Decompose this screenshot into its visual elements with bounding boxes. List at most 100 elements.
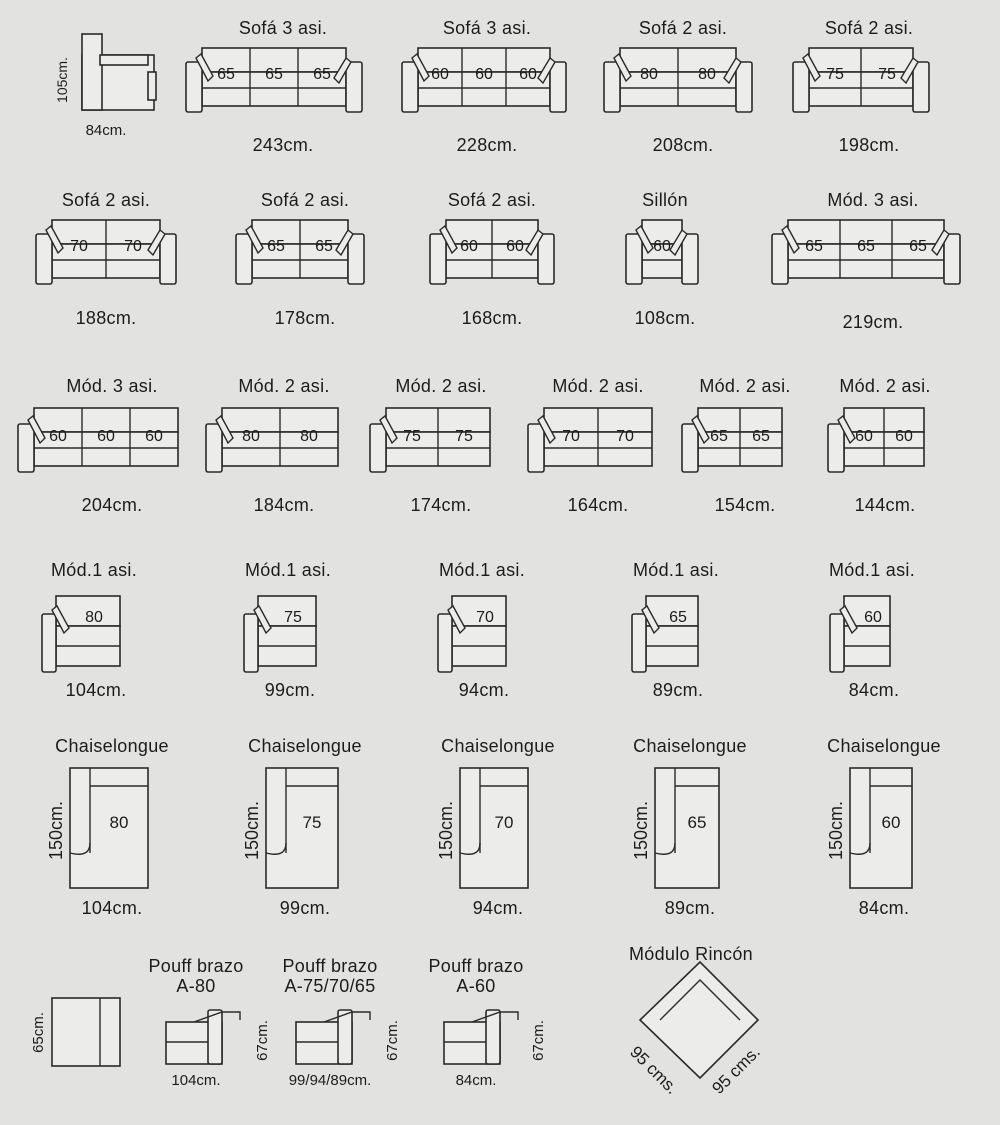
chaise-body	[459, 767, 529, 889]
chaiselongue-width: 94cm.	[472, 898, 524, 918]
pouff-brazo-width: 104cm.	[171, 1072, 221, 1089]
sofa-label: Sillón	[642, 190, 688, 210]
arm-cushion	[837, 414, 856, 445]
sofa-label: Sofá 2 asi.	[260, 190, 350, 210]
sofa-label: Sofá 2 asi.	[447, 190, 537, 210]
arm-cushion	[723, 56, 742, 85]
module-label: Mód. 2 asi.	[552, 376, 644, 396]
seat-width-label: 80	[640, 66, 658, 83]
arm-left	[827, 423, 845, 473]
module-width: 144cm.	[854, 495, 916, 515]
chaiselongue-width: 99cm.	[279, 898, 331, 918]
seat-width-label: 60	[145, 428, 163, 445]
arm-left	[625, 233, 643, 285]
pouff-brazo-label: Pouff brazo	[148, 956, 244, 976]
pouf-body	[51, 997, 121, 1067]
seat-width-label: 70	[124, 238, 142, 255]
seat-width-label: 65	[909, 238, 927, 255]
arm-right	[537, 233, 555, 285]
arm-cushion	[613, 52, 632, 83]
module-width: 204cm.	[81, 495, 143, 515]
chaise-body	[849, 767, 913, 889]
single-module-drawing: 75	[243, 595, 317, 673]
arm-cushion	[215, 414, 234, 445]
seat-width-label: 65	[267, 238, 285, 255]
seat-width-label: 60	[475, 66, 493, 83]
pouf-drawing	[51, 997, 121, 1067]
seat-width-label: 80	[242, 428, 260, 445]
single-module-width: 89cm.	[652, 680, 704, 700]
module-width: 184cm.	[253, 495, 315, 515]
arm-cushion	[335, 228, 354, 257]
sofa-width: 228cm.	[456, 135, 518, 155]
chaiselongue-length: 150cm.	[435, 800, 456, 860]
arm-left	[603, 61, 621, 113]
arm-left	[235, 233, 253, 285]
arm-left	[401, 61, 419, 113]
single-module-width: 99cm.	[264, 680, 316, 700]
seat-width-label: 65	[805, 238, 823, 255]
seat-width-label: 60	[855, 428, 873, 445]
arm-left	[681, 423, 699, 473]
module-label: Mód. 3 asi.	[66, 376, 158, 396]
corner-module-drawing: 95 cms.95 cms.	[626, 960, 764, 1098]
seat-width-label: 65	[752, 428, 770, 445]
seat-width-label: 60	[895, 428, 913, 445]
arm-cushion	[333, 56, 352, 85]
pouff-brazo-height: 67cm.	[253, 1019, 271, 1061]
sofa-back	[787, 219, 945, 245]
seat-width-label: 75	[284, 609, 302, 626]
chaiselongue-label: Chaiselongue	[248, 736, 362, 756]
seat-width-label: 75	[455, 428, 473, 445]
pouff-brazo-width: 99/94/89cm.	[288, 1072, 372, 1089]
module-label: Mód. 2 asi.	[699, 376, 791, 396]
seat-width-label: 70	[562, 428, 580, 445]
arm-cushion	[537, 414, 556, 445]
chaiselongue-drawing: 65	[654, 767, 720, 889]
module-drawing: 60 60	[827, 407, 925, 473]
arm-left	[527, 423, 545, 473]
seat-width-label: 65	[265, 66, 283, 83]
arm-cushion	[691, 414, 710, 445]
pouff-brazo-model: A-60	[456, 976, 496, 996]
arm-cushion	[537, 56, 556, 85]
single-module-label: Mód.1 asi.	[828, 560, 916, 580]
seat-width-label: 60	[506, 238, 524, 255]
pouff-arm	[485, 1009, 501, 1065]
arm-cushion	[439, 224, 458, 255]
arm-right	[943, 233, 961, 285]
seat-width-label: 60	[864, 609, 882, 626]
arm-cushion	[641, 604, 660, 635]
arm-cushion	[195, 52, 214, 83]
sofa-width: 243cm.	[252, 135, 314, 155]
seat-width-label: 65	[857, 238, 875, 255]
module-width: 164cm.	[567, 495, 629, 515]
arm-cushion	[447, 604, 466, 635]
pouff-brazo-label: Pouff brazo	[428, 956, 524, 976]
seat-width-label: 80	[698, 66, 716, 83]
chaiselongue-length: 150cm.	[825, 800, 846, 860]
pouff-brazo-height: 67cm.	[529, 1019, 547, 1061]
arm-left	[771, 233, 789, 285]
chaiselongue-label: Chaiselongue	[633, 736, 747, 756]
seat-width-label: 80	[85, 609, 103, 626]
arm-cushion	[253, 604, 272, 635]
arm-cushion	[51, 604, 70, 635]
pouf-height: 65cm.	[29, 1011, 47, 1053]
arm-right	[912, 61, 930, 113]
seat-width-label: 60	[519, 66, 537, 83]
seat-width-label: 65	[688, 813, 707, 832]
single-module-label: Mód.1 asi.	[632, 560, 720, 580]
sofa-label: Sofá 2 asi.	[61, 190, 151, 210]
sofa-label: Mód. 3 asi.	[827, 190, 919, 210]
chaiselongue-width: 89cm.	[664, 898, 716, 918]
